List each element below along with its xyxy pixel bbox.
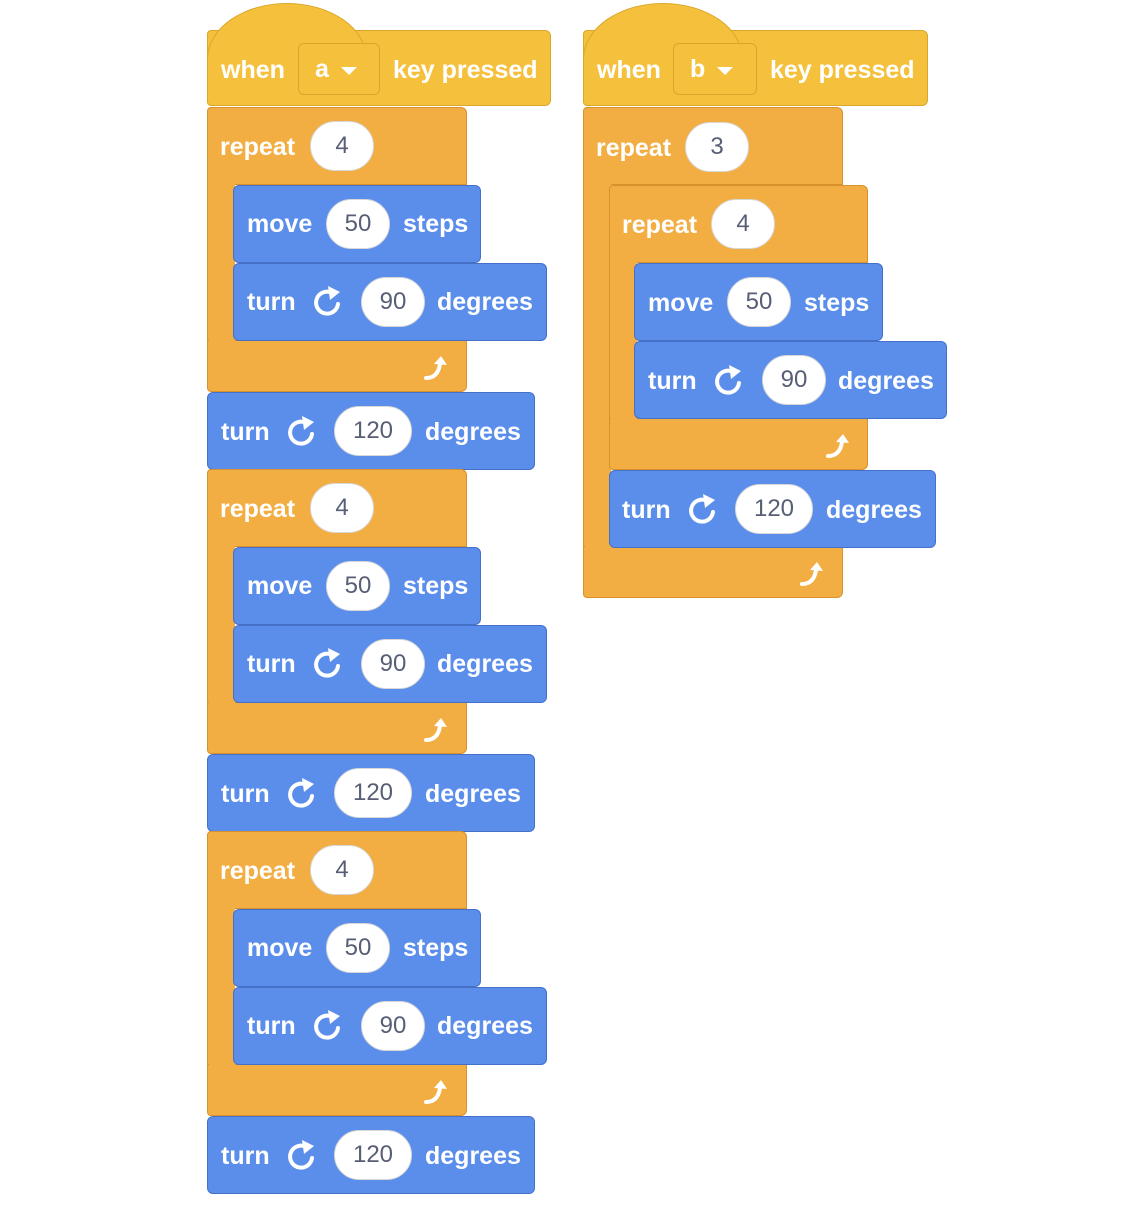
turn-right-icon (314, 648, 340, 678)
repeat-label: repeat (220, 133, 296, 161)
repeat-count-input[interactable]: 3 (685, 122, 749, 172)
turn-label: turn (221, 418, 270, 446)
loop-arrow-icon (800, 562, 823, 586)
steps-input[interactable]: 50 (326, 561, 390, 611)
turn-label: turn (221, 1142, 270, 1170)
turn-right-block[interactable]: turn 90 degrees (634, 341, 947, 419)
turn-label: turn (247, 288, 296, 316)
steps-input[interactable]: 50 (727, 277, 791, 327)
repeat-count-input[interactable]: 4 (310, 121, 374, 171)
turn-label: turn (648, 367, 697, 395)
turn-right-icon (314, 286, 340, 316)
chevron-down-icon (340, 67, 357, 75)
steps-label: steps (403, 934, 469, 962)
move-steps-block[interactable]: move 50 steps (634, 263, 883, 341)
degrees-label: degrees (437, 288, 533, 316)
turn-right-icon (288, 778, 314, 808)
key-pressed-label: key pressed (770, 56, 915, 84)
degrees-label: degrees (425, 418, 521, 446)
turn-label: turn (247, 1012, 296, 1040)
degrees-input[interactable]: 90 (762, 355, 826, 405)
move-steps-block[interactable]: move 50 steps (233, 547, 481, 625)
turn-right-icon (288, 1140, 314, 1170)
degrees-input[interactable]: 120 (334, 768, 412, 818)
degrees-label: degrees (437, 1012, 533, 1040)
turn-right-block[interactable]: turn 120 degrees (609, 470, 936, 548)
turn-label: turn (247, 650, 296, 678)
move-steps-block[interactable]: move 50 steps (233, 909, 481, 987)
turn-right-block[interactable]: turn 90 degrees (233, 987, 547, 1065)
key-dropdown[interactable]: b (673, 43, 757, 95)
loop-arrow-icon (826, 434, 849, 458)
turn-right-icon (715, 365, 741, 395)
degrees-input[interactable]: 120 (334, 1130, 412, 1180)
move-label: move (648, 289, 714, 317)
loop-arrow-icon (424, 356, 447, 380)
key-pressed-label: key pressed (393, 56, 538, 84)
when-key-pressed-block[interactable]: when b key pressed (582, 3, 928, 106)
degrees-label: degrees (437, 650, 533, 678)
repeat-label: repeat (622, 211, 698, 239)
when-key-pressed-block[interactable]: when a key pressed (206, 3, 551, 106)
degrees-input[interactable]: 90 (361, 277, 425, 327)
key-value: a (315, 54, 329, 83)
key-value: b (690, 54, 706, 83)
turn-label: turn (221, 780, 270, 808)
repeat-count-input[interactable]: 4 (310, 845, 374, 895)
turn-right-icon (689, 494, 715, 524)
turn-right-icon (314, 1010, 340, 1040)
degrees-label: degrees (838, 367, 934, 395)
turn-right-block[interactable]: turn 120 degrees (207, 754, 535, 832)
move-steps-block[interactable]: move 50 steps (233, 185, 481, 263)
repeat-label: repeat (596, 134, 672, 162)
degrees-input[interactable]: 90 (361, 1001, 425, 1051)
move-label: move (247, 572, 313, 600)
repeat-count-input[interactable]: 4 (711, 199, 775, 249)
steps-input[interactable]: 50 (326, 923, 390, 973)
key-dropdown[interactable]: a (298, 43, 380, 95)
repeat-label: repeat (220, 495, 296, 523)
degrees-label: degrees (425, 780, 521, 808)
repeat-label: repeat (220, 857, 296, 885)
degrees-input[interactable]: 120 (334, 406, 412, 456)
degrees-label: degrees (425, 1142, 521, 1170)
loop-arrow-icon (424, 718, 447, 742)
turn-right-block[interactable]: turn 120 degrees (207, 392, 535, 470)
turn-right-block[interactable]: turn 90 degrees (233, 263, 547, 341)
steps-label: steps (403, 572, 469, 600)
move-label: move (247, 934, 313, 962)
loop-arrow-icon (424, 1080, 447, 1104)
repeat-count-input[interactable]: 4 (310, 483, 374, 533)
when-label: when (221, 56, 285, 84)
when-label: when (597, 56, 661, 84)
steps-label: steps (403, 210, 469, 238)
steps-input[interactable]: 50 (326, 199, 390, 249)
move-label: move (247, 210, 313, 238)
turn-right-icon (288, 416, 314, 446)
degrees-label: degrees (826, 496, 922, 524)
turn-label: turn (622, 496, 671, 524)
chevron-down-icon (717, 67, 734, 75)
turn-right-block[interactable]: turn 90 degrees (233, 625, 547, 703)
degrees-input[interactable]: 120 (735, 484, 813, 534)
turn-right-block[interactable]: turn 120 degrees (207, 1116, 535, 1194)
steps-label: steps (804, 289, 870, 317)
degrees-input[interactable]: 90 (361, 639, 425, 689)
